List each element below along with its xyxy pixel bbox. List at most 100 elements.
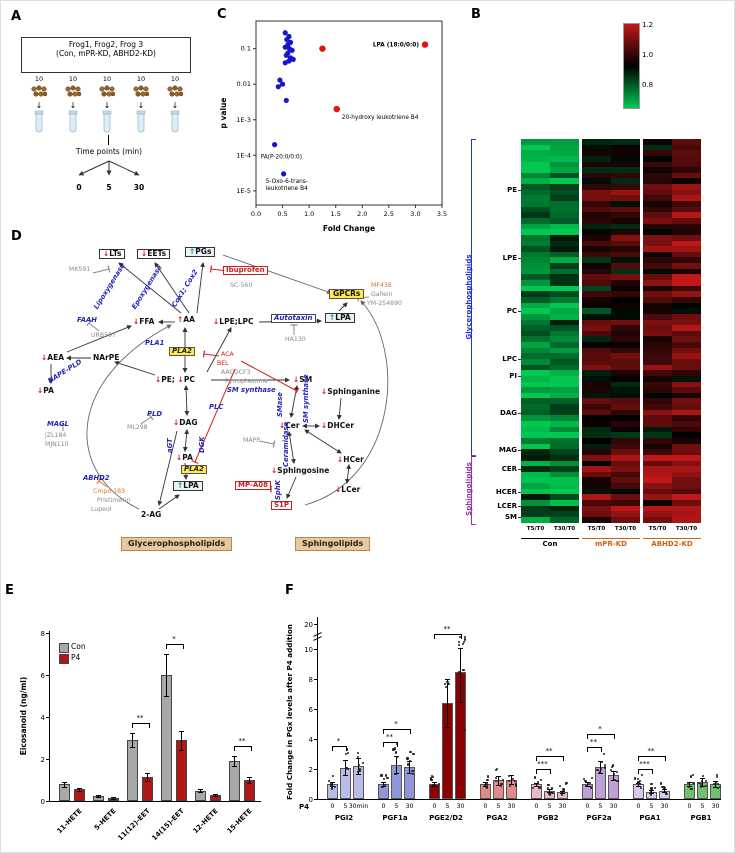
heatmap-cell <box>672 488 701 495</box>
data-point-dot <box>494 780 498 783</box>
bar-tick-label: 0 <box>687 803 692 810</box>
heatmap-cell <box>521 296 550 303</box>
heatmap-cell <box>643 500 672 506</box>
colorbar-tick-label: 0.8 <box>642 81 654 89</box>
inhibition-line <box>140 416 152 425</box>
data-point-dot <box>616 779 619 782</box>
heatmap-cell <box>521 139 550 145</box>
bar-tick-label: 0 <box>636 803 641 810</box>
heatmap-cell <box>672 404 701 410</box>
node-mk591: MK591 <box>69 266 91 273</box>
heatmap-cell <box>550 494 579 500</box>
scatter-point-decreased <box>281 171 287 177</box>
heatmap-cell <box>582 144 611 151</box>
heatmap-cell <box>521 460 550 467</box>
panel-d-label: D <box>11 229 22 244</box>
heatmap-cell <box>582 296 611 303</box>
data-point-dot <box>561 793 564 796</box>
error-cap <box>247 782 252 784</box>
heatmap-cell <box>521 257 550 264</box>
y-tick-label: 20 <box>304 620 313 629</box>
heatmap-cell <box>672 381 701 388</box>
heatmap-cell <box>550 358 579 365</box>
data-point-dot <box>463 728 467 731</box>
heatmap-cell <box>672 347 701 354</box>
x-tick-label: 0.0 <box>251 210 261 218</box>
pathway-arrow <box>338 302 348 312</box>
data-point-dot <box>687 782 690 785</box>
heatmap-cell <box>582 246 611 252</box>
group-label: PGF2a <box>586 814 612 822</box>
data-point-dot <box>717 786 720 790</box>
data-point-dot <box>444 709 447 712</box>
data-point-dot <box>486 775 489 778</box>
data-point-dot <box>583 777 586 780</box>
inhibition-bar <box>294 387 300 395</box>
scatter-point-decreased <box>284 36 290 43</box>
heatmap-cell <box>643 409 672 416</box>
node-aca: ACA <box>221 351 234 358</box>
node--pe-pc: ↓PE; ↓PC <box>155 375 195 384</box>
heatmap-grid <box>521 139 707 523</box>
error-bar <box>460 647 461 702</box>
heatmap-cell <box>643 161 672 168</box>
row-group-label: CER <box>501 465 517 474</box>
error-cap <box>145 772 150 774</box>
y-axis-line <box>49 631 50 801</box>
data-point-dot <box>599 771 602 774</box>
heatmap-cell <box>643 257 672 264</box>
heatmap-cell <box>643 432 672 438</box>
error-bar <box>562 791 563 794</box>
data-point-dot <box>507 774 511 777</box>
heatmap-cell <box>582 511 611 517</box>
heatmap-cell <box>611 308 640 314</box>
pathway-arrow <box>289 385 299 418</box>
node-2-ag: 2-AG <box>141 510 162 519</box>
node--sphingosine: ↓Sphingosine <box>271 466 330 475</box>
heatmap-cell <box>582 251 611 258</box>
heatmap-cell <box>643 494 672 500</box>
data-point-dot <box>532 786 535 790</box>
heatmap-cell <box>582 189 611 196</box>
heatmap-cell <box>643 223 672 230</box>
heatmap-cell <box>611 404 640 410</box>
heatmap-cell <box>521 437 550 444</box>
error-cap <box>213 793 218 795</box>
data-point-dot <box>687 785 690 788</box>
sig-label: * <box>394 720 398 729</box>
error-cap <box>713 787 718 788</box>
heatmap-cell <box>521 466 550 472</box>
heatmap-cell <box>521 246 550 252</box>
error-cap <box>662 792 667 794</box>
heatmap-cell <box>582 483 611 489</box>
heatmap-cell <box>672 150 701 156</box>
heatmap-cell <box>550 155 579 162</box>
heatmap-cell <box>582 330 611 337</box>
heatmap-col-label: T30/T0 <box>553 526 576 532</box>
heatmap-cell <box>550 454 579 461</box>
error-bar <box>249 777 250 783</box>
heatmap-cell <box>582 505 611 512</box>
node-epoxygenase: Epoxygenase <box>130 263 164 311</box>
heatmap-cell <box>672 291 701 297</box>
data-point-dot <box>331 787 334 790</box>
node-ha130: HA130 <box>285 336 306 343</box>
heatmap-cell <box>643 280 672 286</box>
heatmap-column <box>611 139 640 523</box>
error-bar <box>64 781 65 787</box>
data-point-dot <box>411 773 414 776</box>
bar-tick-label: 30 <box>660 803 669 810</box>
y-axis-title: p value <box>219 98 228 129</box>
pathway-arrow <box>206 327 232 373</box>
heatmap-cell <box>611 381 640 388</box>
inhibition-bar <box>107 265 111 273</box>
heatmap-cell <box>672 398 701 405</box>
heatmap-cell <box>643 234 672 241</box>
node--pgs: ↑PGs <box>185 247 216 257</box>
data-point-dot <box>359 768 362 771</box>
heatmap-cell <box>550 460 579 467</box>
heatmap-cell <box>672 195 701 202</box>
sample-column: 10↓ <box>159 75 191 138</box>
heatmap-cell <box>550 511 579 517</box>
